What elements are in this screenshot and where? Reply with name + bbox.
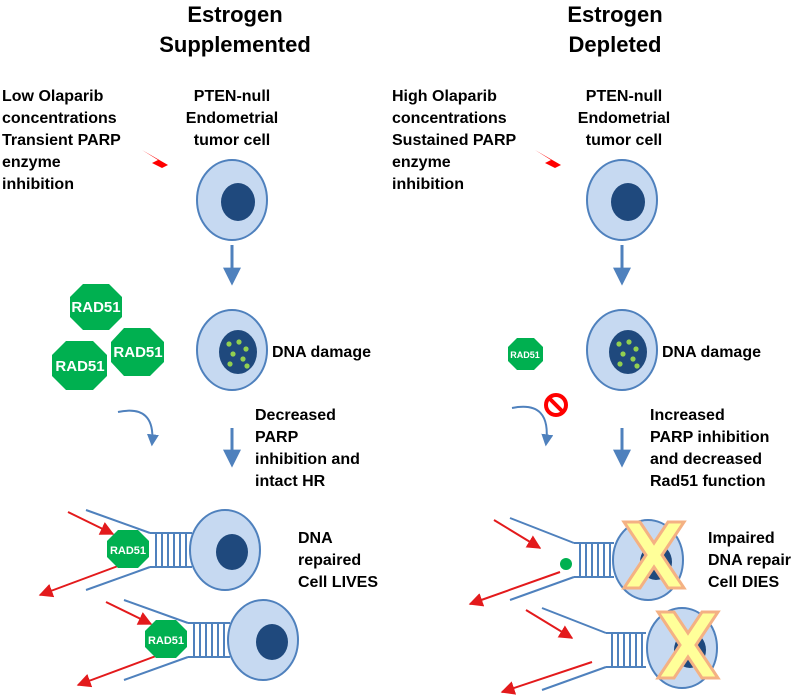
dna-damage-foci bbox=[616, 339, 640, 369]
right-step-label: Increased PARP inhibition and decreased … bbox=[650, 407, 770, 490]
dna-single-strands bbox=[541, 607, 607, 691]
left-step-label: Decreased PARP inhibition and intact HR bbox=[255, 407, 360, 490]
dna-damage-foci bbox=[226, 339, 250, 369]
lightning-icon bbox=[142, 150, 182, 178]
right-title-line2: Depleted bbox=[568, 32, 662, 57]
red-strand-arrow bbox=[105, 601, 153, 625]
repair-cell bbox=[189, 509, 261, 591]
red-strand-arrow bbox=[76, 655, 157, 688]
rad51-protein: RAD51 bbox=[111, 328, 164, 376]
rad51-label: RAD51 bbox=[113, 344, 162, 361]
curved-arrow bbox=[511, 405, 554, 447]
red-strand-arrow bbox=[493, 519, 542, 549]
left-title-line1: Estrogen bbox=[187, 2, 283, 27]
x-mark-icon bbox=[655, 610, 721, 680]
dna-double-strand bbox=[606, 632, 646, 668]
rad51-protein: RAD51 bbox=[145, 620, 187, 658]
nucleus bbox=[611, 183, 645, 221]
left-cell-label: PTEN-null Endometrial tumor cell bbox=[185, 88, 279, 149]
rad51-label: RAD51 bbox=[71, 299, 120, 316]
no-sign-icon bbox=[544, 393, 568, 417]
left-outcome: DNA repaired Cell LIVES bbox=[298, 530, 379, 591]
rad51-protein: RAD51 bbox=[508, 338, 543, 370]
dna-double-strand bbox=[188, 622, 230, 658]
rad51-protein: RAD51 bbox=[52, 341, 107, 390]
damaged-cell bbox=[586, 309, 658, 391]
rad51-label: RAD51 bbox=[510, 350, 540, 360]
left-condition: Low Olaparib concentrations Transient PA… bbox=[2, 88, 121, 193]
repair-cell bbox=[227, 599, 299, 681]
right-title-line1: Estrogen bbox=[567, 2, 663, 27]
red-strand-arrow bbox=[67, 511, 115, 535]
right-outcome: Impaired DNA repair Cell DIES bbox=[708, 530, 791, 591]
right-condition: High Olaparib concentrations Sustained P… bbox=[392, 88, 517, 193]
dna-single-strands bbox=[509, 517, 575, 601]
rad51-label: RAD51 bbox=[148, 635, 184, 647]
red-strand-arrow bbox=[38, 565, 119, 598]
tumor-cell bbox=[196, 159, 268, 241]
rad51-dot bbox=[560, 558, 572, 570]
red-strand-arrow bbox=[500, 661, 593, 695]
right-damage-label: DNA damage bbox=[662, 344, 761, 361]
red-strand-arrow bbox=[525, 609, 574, 639]
right-cell-label: PTEN-null Endometrial tumor cell bbox=[577, 88, 671, 149]
dna-single-strands bbox=[123, 599, 189, 681]
rad51-protein: RAD51 bbox=[107, 530, 149, 568]
left-title-line2: Supplemented bbox=[159, 32, 311, 57]
left-title: Estrogen Supplemented bbox=[140, 0, 330, 60]
curved-arrow bbox=[117, 409, 159, 447]
damaged-cell bbox=[196, 309, 268, 391]
rad51-label: RAD51 bbox=[110, 545, 146, 557]
rad51-protein: RAD51 bbox=[70, 284, 122, 330]
x-mark-icon bbox=[621, 520, 687, 590]
dna-double-strand bbox=[150, 532, 192, 568]
nucleus bbox=[221, 183, 255, 221]
right-title: Estrogen Depleted bbox=[530, 0, 700, 60]
dna-single-strands bbox=[85, 509, 151, 591]
rad51-label: RAD51 bbox=[55, 358, 104, 375]
dna-double-strand bbox=[574, 542, 614, 578]
lightning-icon bbox=[535, 150, 575, 178]
left-damage-label: DNA damage bbox=[272, 344, 371, 361]
red-strand-arrow bbox=[468, 571, 561, 607]
tumor-cell bbox=[586, 159, 658, 241]
